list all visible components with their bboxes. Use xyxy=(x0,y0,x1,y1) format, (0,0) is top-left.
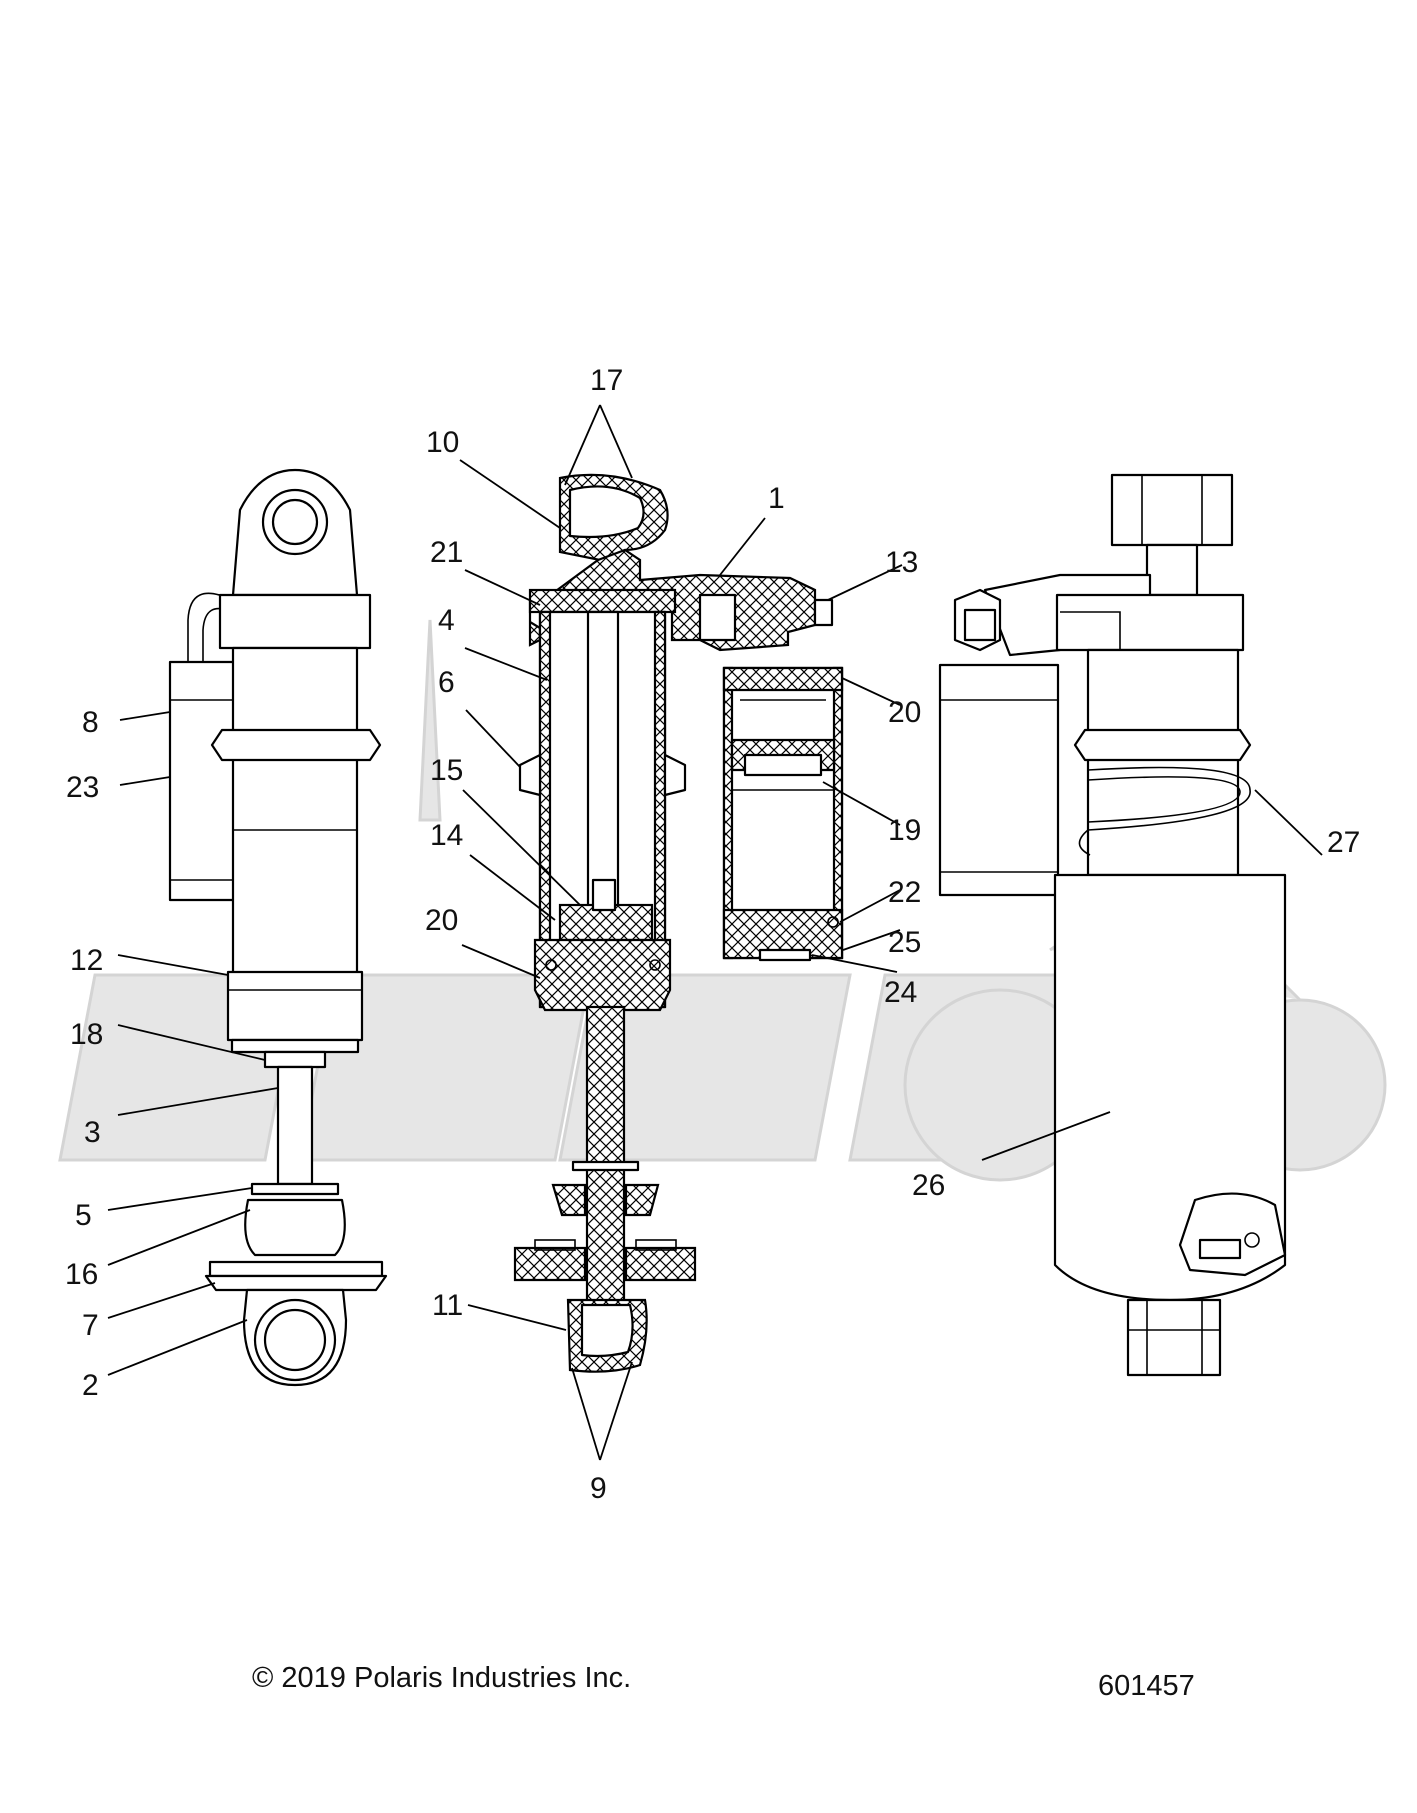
callout-6: 6 xyxy=(438,666,455,699)
leader-lines xyxy=(107,404,1323,1461)
callout-8: 8 xyxy=(82,706,99,739)
callout-26: 26 xyxy=(912,1169,945,1202)
callout-20-upper: 20 xyxy=(888,696,921,729)
callout-9: 9 xyxy=(590,1472,607,1505)
callout-16: 16 xyxy=(65,1258,98,1291)
right-shock-view xyxy=(938,473,1287,1377)
callout-2: 2 xyxy=(82,1369,99,1402)
callout-22: 22 xyxy=(888,876,921,909)
callout-7: 7 xyxy=(82,1309,99,1342)
reservoir-end-cap xyxy=(722,908,844,960)
left-shaft xyxy=(276,1065,314,1186)
left-collar-12 xyxy=(226,970,364,1042)
callout-27: 27 xyxy=(1327,826,1360,859)
left-reservoir xyxy=(168,660,240,902)
right-top-cap xyxy=(1055,593,1245,652)
right-body xyxy=(1086,648,1240,877)
callout-20-lower: 20 xyxy=(425,904,458,937)
center-cutaway-view xyxy=(513,473,834,1373)
callout-4: 4 xyxy=(438,604,455,637)
callout-13: 13 xyxy=(885,546,918,579)
callout-11: 11 xyxy=(432,1289,463,1322)
copyright-text: © 2019 Polaris Industries Inc. xyxy=(252,1662,632,1694)
callout-1: 1 xyxy=(768,482,785,515)
callout-15: 15 xyxy=(430,754,463,787)
callout-25: 25 xyxy=(888,926,921,959)
callout-18: 18 xyxy=(70,1018,103,1051)
callout-labels: 17 10 1 21 13 4 6 20 8 15 23 14 19 27 20… xyxy=(65,364,1360,1505)
right-reservoir xyxy=(938,663,1060,897)
right-top-eyelet xyxy=(1110,473,1234,547)
callout-10: 10 xyxy=(426,426,459,459)
right-bottom-eyelet xyxy=(1126,1298,1222,1377)
callout-14: 14 xyxy=(430,819,463,852)
callout-19: 19 xyxy=(888,814,921,847)
callout-17: 17 xyxy=(590,364,623,397)
center-seal-head xyxy=(533,938,672,1012)
left-shock-view xyxy=(168,468,388,1387)
callout-5: 5 xyxy=(75,1199,92,1232)
center-shaft-hatched xyxy=(585,1005,626,1309)
left-bumper xyxy=(244,1198,346,1257)
callout-3: 3 xyxy=(84,1116,101,1149)
callout-12: 12 xyxy=(70,944,103,977)
callout-24: 24 xyxy=(884,976,917,1009)
callout-23: 23 xyxy=(66,771,99,804)
left-spring-seat xyxy=(210,728,382,762)
left-body xyxy=(231,646,359,980)
right-spring xyxy=(1078,766,1251,856)
drawing-number: 601457 xyxy=(1098,1670,1195,1702)
left-top-cap xyxy=(218,593,372,650)
callout-21: 21 xyxy=(430,536,463,569)
reservoir-cutaway xyxy=(722,666,844,962)
